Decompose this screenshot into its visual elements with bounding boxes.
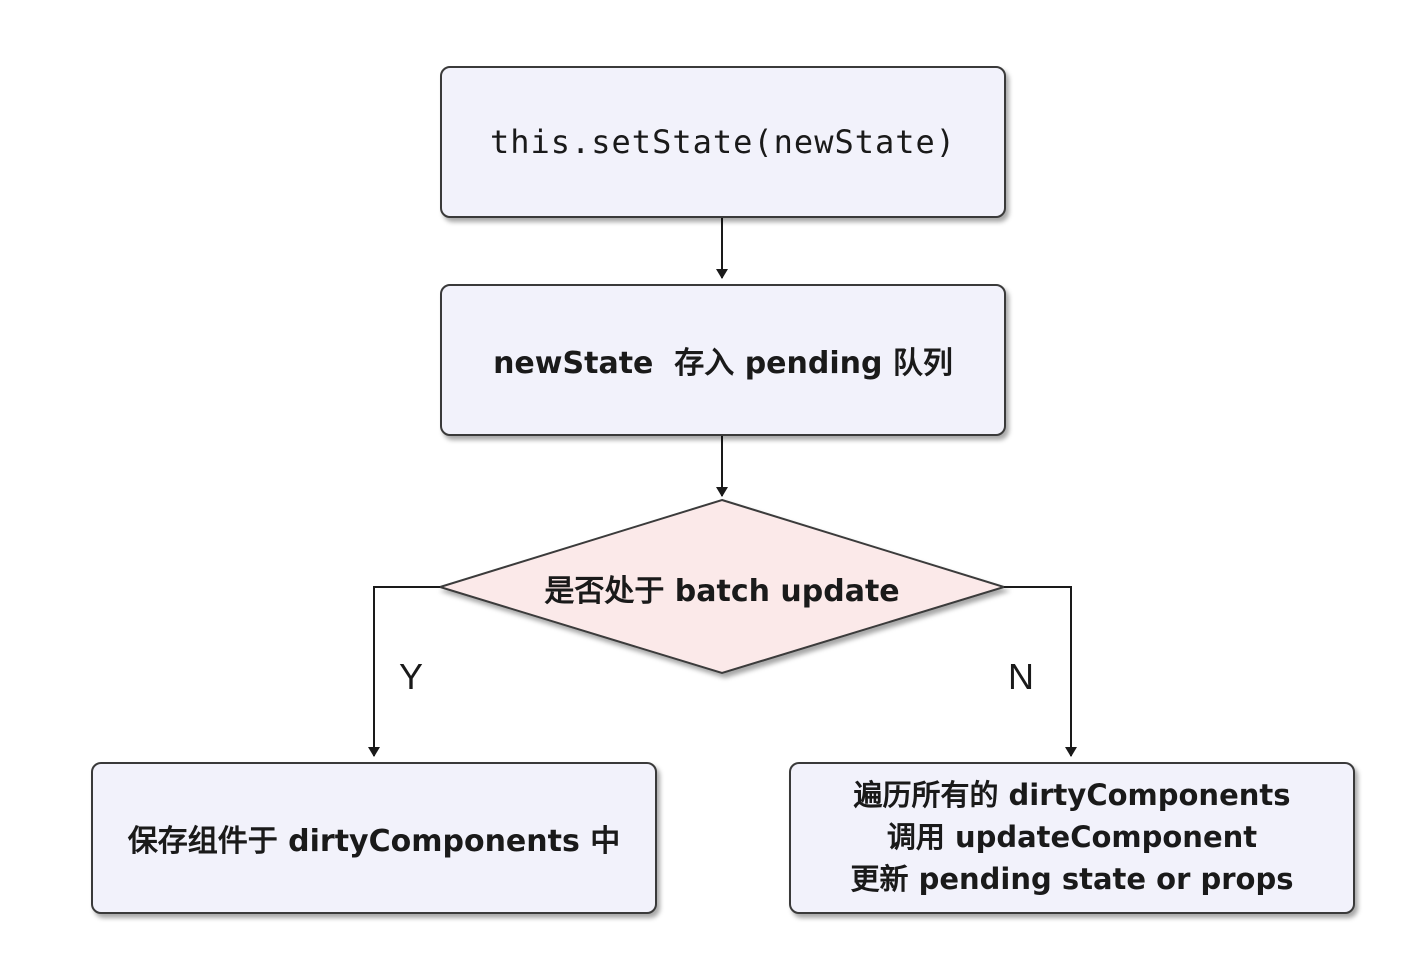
arrow-no-branch bbox=[1004, 586, 1077, 757]
node-update-line-3: 更新 pending state or props bbox=[850, 861, 1294, 896]
decision-diamond bbox=[436, 498, 1008, 675]
node-update-components: 遍历所有的 dirtyComponents 调用 updateComponent… bbox=[789, 762, 1355, 914]
node-save-dirty-components-text: 保存组件于 dirtyComponents 中 bbox=[127, 824, 621, 859]
node-update-line-1: 遍历所有的 dirtyComponents bbox=[853, 778, 1291, 813]
decision-text: 是否处于 batch update bbox=[544, 574, 900, 609]
node-set-state: this.setState(newState) bbox=[440, 66, 1006, 218]
arrow-yes-branch bbox=[368, 586, 440, 757]
node-set-state-text: this.setState(newState) bbox=[489, 123, 957, 161]
node-update-line-2: 调用 updateComponent bbox=[886, 820, 1258, 855]
node-save-dirty-components: 保存组件于 dirtyComponents 中 bbox=[91, 762, 657, 914]
node-pending-queue: newState 存入 pending 队列 bbox=[440, 284, 1006, 436]
branch-label-yes: Y bbox=[399, 656, 424, 697]
node-pending-queue-text: newState 存入 pending 队列 bbox=[493, 346, 953, 381]
node-update-components-lines: 遍历所有的 dirtyComponents 调用 updateComponent… bbox=[850, 778, 1294, 896]
branch-label-no: N bbox=[1008, 656, 1034, 697]
